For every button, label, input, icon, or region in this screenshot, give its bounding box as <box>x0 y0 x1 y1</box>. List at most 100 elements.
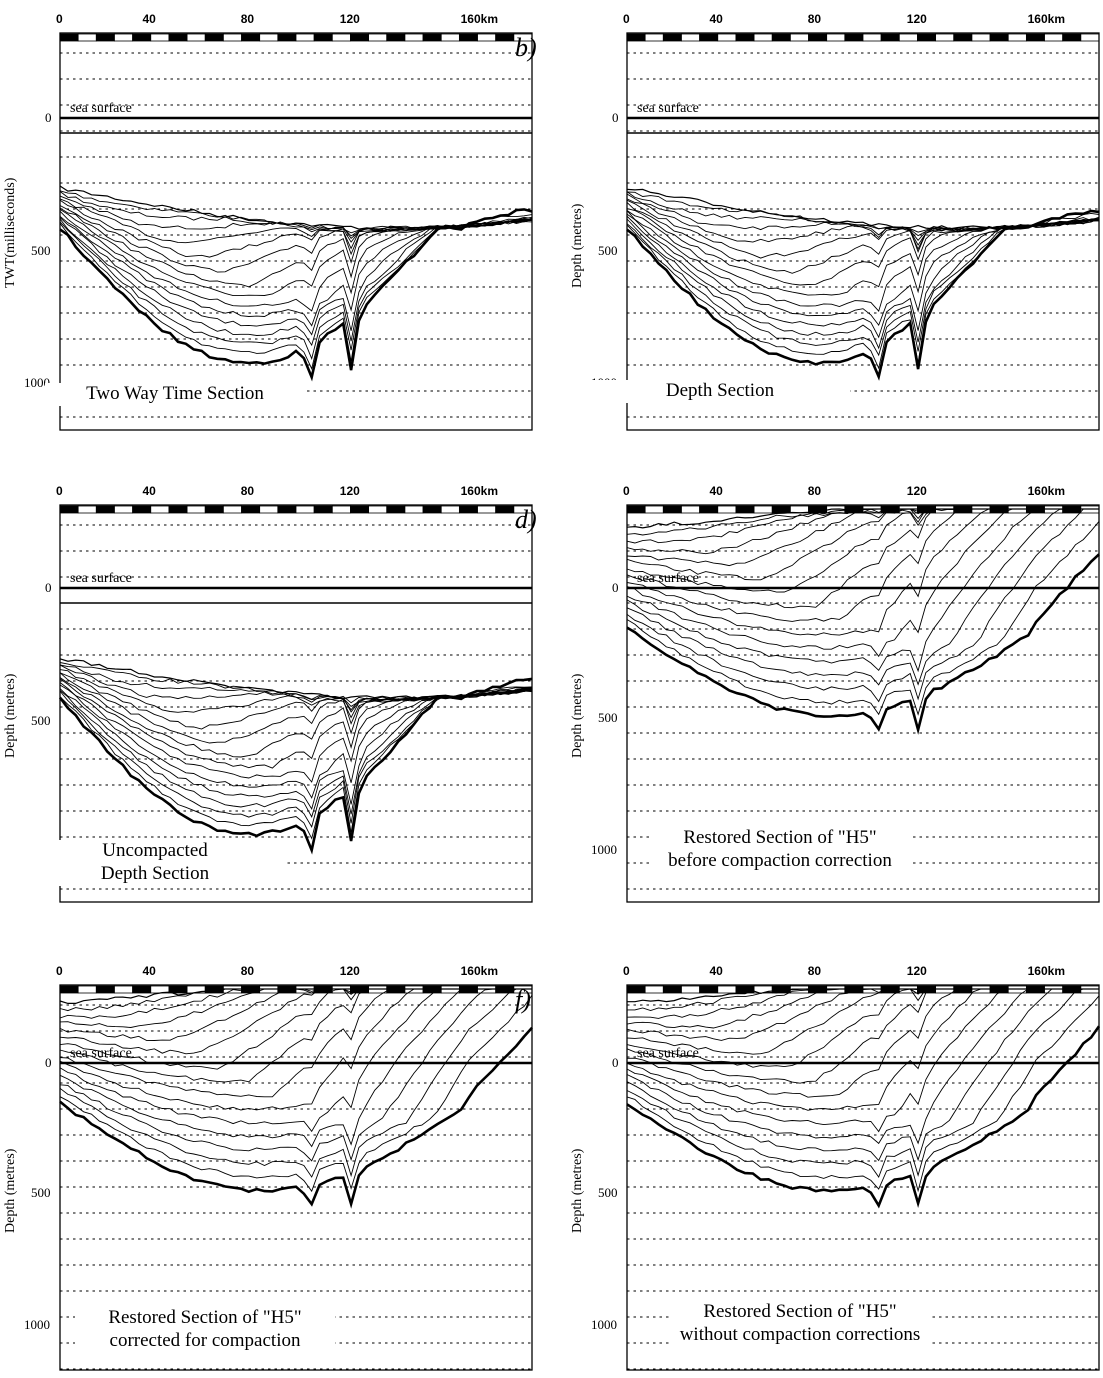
section-plot <box>626 984 1101 1371</box>
scale-bar-segment <box>662 505 682 514</box>
km-tick-label: 160km <box>1027 964 1065 978</box>
scale-bar-segment <box>626 33 646 42</box>
horizon-line <box>626 988 1099 1084</box>
horizon-line <box>626 508 1099 703</box>
km-tick-label: 120 <box>906 12 927 26</box>
scale-bar-segment <box>277 33 297 42</box>
horizon-line <box>626 508 1099 658</box>
scale-bar-segment <box>681 505 701 514</box>
km-tick-label: 120 <box>339 12 360 26</box>
horizon-line <box>626 209 1100 381</box>
y-axis-label: Depth (metres) <box>570 1148 585 1233</box>
km-tick-label: 0 <box>56 964 63 978</box>
scale-bar-segment <box>168 985 188 994</box>
depth-tick-label: 500 <box>31 1185 51 1200</box>
depth-tick-label: 0 <box>612 1055 619 1070</box>
scale-bar-segment <box>717 505 737 514</box>
horizon-line <box>59 195 533 240</box>
scale-bar-segment <box>386 33 406 42</box>
horizon-line <box>626 521 1100 716</box>
horizon-line <box>59 686 533 811</box>
scale-bar-segment <box>186 33 206 42</box>
horizon-line <box>59 205 533 273</box>
horizon-line <box>626 508 1099 622</box>
scale-bar-segment <box>662 33 682 42</box>
scale-bar-segment <box>458 505 478 514</box>
scale-bar-segment <box>331 505 351 514</box>
horizon-line <box>626 1025 1101 1209</box>
horizon-line <box>626 988 1099 1162</box>
horizon-line <box>626 508 1099 673</box>
section-caption: Restored Section of "H5"without compacti… <box>670 1301 930 1347</box>
horizon-line <box>59 988 532 1028</box>
km-tick-label: 120 <box>339 964 360 978</box>
scale-bar-segment <box>350 33 370 42</box>
scale-bar-segment <box>95 985 115 994</box>
horizon-line <box>59 669 533 713</box>
section-plot <box>626 32 1100 431</box>
depth-tick-label: 500 <box>598 1185 618 1200</box>
depth-tick-label: 0 <box>612 580 619 595</box>
horizon-line <box>626 191 1100 237</box>
scale-bar-segment <box>241 505 261 514</box>
km-tick-label: 160km <box>460 484 498 498</box>
scale-bar-segment <box>626 505 646 514</box>
km-tick-label: 40 <box>142 484 156 498</box>
scale-bar-segment <box>735 985 755 994</box>
y-axis-label: Depth (metres) <box>570 673 585 758</box>
scale-bar-segment <box>1025 33 1045 42</box>
scale-bar-segment <box>132 505 152 514</box>
depth-tick-label: 0 <box>612 110 619 125</box>
horizon-line <box>59 988 532 1148</box>
scale-bar-segment <box>644 985 664 994</box>
depth-tick-label: 0 <box>45 1055 52 1070</box>
scale-bar-segment <box>826 33 846 42</box>
section-caption: Two Way Time Section <box>45 383 305 406</box>
caption-line: corrected for compaction <box>109 1329 301 1351</box>
horizon-line <box>626 208 1100 286</box>
km-tick-label: 0 <box>623 12 630 26</box>
scale-bar-segment <box>971 33 991 42</box>
scale-bar-segment <box>132 33 152 42</box>
caption-line: before compaction correction <box>668 849 892 871</box>
km-tick-label: 120 <box>906 484 927 498</box>
plot-frame <box>626 32 1100 431</box>
scale-bar-segment <box>114 985 134 994</box>
section-caption: Restored Section of "H5"before compactio… <box>650 827 910 873</box>
plot-frame <box>59 504 533 903</box>
depth-tick-label: 500 <box>31 713 51 728</box>
horizon-line <box>626 553 1100 735</box>
scale-bar-segment <box>368 505 388 514</box>
section-plot <box>58 504 533 903</box>
horizon-line <box>59 988 532 1162</box>
scale-bar-segment <box>422 505 442 514</box>
km-tick-label: 40 <box>142 12 156 26</box>
horizon-line <box>626 988 1099 1145</box>
km-tick-label: 80 <box>240 964 255 978</box>
scale-bar-segment <box>1044 33 1064 42</box>
scale-bar-segment <box>753 505 773 514</box>
scale-bar-segment <box>222 505 242 514</box>
scale-bar-segment <box>844 33 864 42</box>
scale-bar-segment <box>440 33 460 42</box>
horizon-line <box>59 658 533 700</box>
scale-bar-segment <box>404 505 424 514</box>
caption-line: Restored Section of "H5" <box>683 827 877 848</box>
horizon-line <box>626 988 1099 1041</box>
sea-surface-label: sea surface <box>637 101 699 116</box>
scale-bar-segment <box>898 33 918 42</box>
km-tick-label: 0 <box>56 484 63 498</box>
scale-bar-segment <box>77 33 97 42</box>
plot-frame <box>59 32 533 431</box>
sea-surface-label: sea surface <box>70 101 132 116</box>
scale-bar-segment <box>259 505 279 514</box>
scale-bar-segment <box>735 505 755 514</box>
scale-bar-segment <box>132 985 152 994</box>
km-tick-label: 0 <box>623 484 630 498</box>
y-axis-label: Depth (metres) <box>3 673 18 758</box>
depth-tick-label: 500 <box>598 710 618 725</box>
scale-bar-segment <box>477 505 497 514</box>
scale-bar-segment <box>350 505 370 514</box>
